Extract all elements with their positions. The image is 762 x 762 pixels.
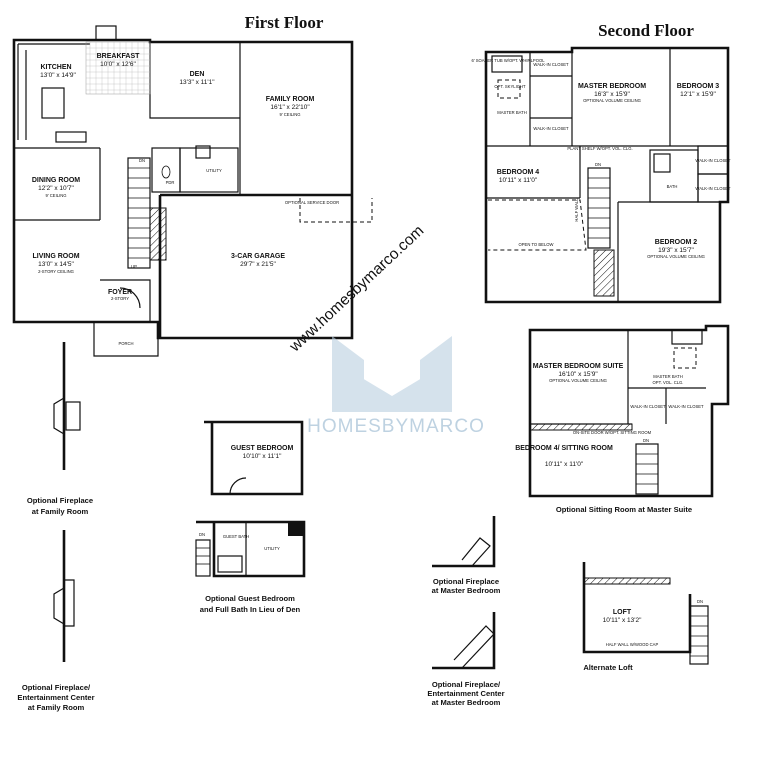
soaker-tub-label: 6' SOAKER TUB W/OPT. WHIRLPOOL xyxy=(471,58,545,63)
walk-in-closet-label-2: WALK-IN CLOSET xyxy=(533,126,569,131)
ent-master-caption-2: Entertainment Center xyxy=(427,689,504,698)
living-room-label: LIVING ROOM xyxy=(32,253,79,260)
sitting-room-label: BEDROOM 4/ SITTING ROOM xyxy=(515,445,613,452)
guest-bedroom-label: GUEST BEDROOM xyxy=(231,445,294,452)
pdr-label: PDR xyxy=(166,180,175,185)
master-bedroom-label: MASTER BEDROOM xyxy=(578,83,646,90)
bedroom2-dims: 19'3" x 15'7" xyxy=(658,247,694,254)
homesbymarco-logo-icon xyxy=(332,336,452,412)
second-floor-title: Second Floor xyxy=(598,21,694,40)
watermark-brand: HOMESBYMARCO xyxy=(307,416,485,437)
ent-family-caption-1: Optional Fireplace/ xyxy=(22,683,91,692)
kitchen-dims: 13'0" x 14'9" xyxy=(40,72,76,79)
bedroom3-dims: 12'1" x 15'9" xyxy=(680,91,716,98)
dining-room-label: DINING ROOM xyxy=(32,177,80,184)
ent-family-caption-2: Entertainment Center xyxy=(17,693,94,702)
suite-label: MASTER BEDROOM SUITE xyxy=(533,363,624,370)
sitting-room-caption: Optional Sitting Room at Master Suite xyxy=(556,505,692,514)
breakfast-label: BREAKFAST xyxy=(97,53,141,60)
bedroom2-note: OPTIONAL VOLUME CEILING xyxy=(647,254,705,259)
guest-utility-label: UTILITY xyxy=(264,546,280,551)
opt-walk-in-closet-2: WALK-IN CLOSET xyxy=(668,404,704,409)
master-bath-label: MASTER BATH xyxy=(497,110,526,115)
guest-caption-line2: and Full Bath In Lieu of Den xyxy=(200,605,301,614)
entertainment-family-option: Optional Fireplace/ Entertainment Center… xyxy=(17,530,95,712)
loft-half-wall-label: HALF WALL W/WOOD CAP xyxy=(606,642,659,647)
living-room-note: 2-STORY CEILING xyxy=(38,269,74,274)
utility-label: UTILITY xyxy=(206,168,222,173)
watermark-url: www.homesbymarco.com xyxy=(286,222,427,356)
stair-dn-label: DN xyxy=(139,158,145,163)
master-bedroom-dims: 16'3" x 15'9" xyxy=(594,91,630,98)
first-floor-title: First Floor xyxy=(245,13,324,32)
open-to-below-label: OPEN TO BELOW xyxy=(519,242,554,247)
bath-label: BATH xyxy=(667,184,678,189)
dining-room-dims: 12'2" x 10'7" xyxy=(38,185,74,192)
guest-caption-line1: Optional Guest Bedroom xyxy=(205,594,295,603)
walk-in-closet-label-3: WALK-IN CLOSET xyxy=(695,158,731,163)
first-floor-plan: KITCHEN 13'0" x 14'9" BREAKFAST 10'0" x … xyxy=(12,25,373,357)
sitting-room-dims: 10'11" x 11'0" xyxy=(545,461,584,468)
loft-dims: 10'11" x 13'2" xyxy=(603,617,642,624)
opt-master-bath-label: MASTER BATH xyxy=(653,374,682,379)
kitchen-label: KITCHEN xyxy=(40,64,71,71)
ent-master-caption-1: Optional Fireplace/ xyxy=(432,680,501,689)
bedroom4-label: BEDROOM 4 xyxy=(497,169,540,176)
watermark: HOMESBYMARCO www.homesbymarco.com xyxy=(286,222,485,437)
living-room-dims: 13'0" x 14'5" xyxy=(38,261,74,268)
guest-bedroom-dims: 10'10" x 11'1" xyxy=(243,453,282,460)
suite-dims: 16'10" x 15'9" xyxy=(558,371,598,378)
loft-caption: Alternate Loft xyxy=(583,663,633,672)
plant-shelf-label: PLANT SHELF W/OPT. VOL. CLG. xyxy=(567,146,632,151)
garage-label: 3-CAR GARAGE xyxy=(231,253,285,260)
opt-walk-in-closet-1: WALK-IN CLOSET xyxy=(630,404,666,409)
loft-label: LOFT xyxy=(613,609,632,616)
fireplace-master-caption-1: Optional Fireplace xyxy=(433,577,499,586)
den-label: DEN xyxy=(190,71,205,78)
family-room-dims: 16'1" x 22'10" xyxy=(270,104,310,111)
loft-option: LOFT 10'11" x 13'2" HALF WALL W/WOOD CAP… xyxy=(582,562,709,672)
family-room-label: FAMILY ROOM xyxy=(266,96,315,103)
suite-note: OPTIONAL VOLUME CEILING xyxy=(549,378,607,383)
dining-room-note: 9' CEILING xyxy=(45,193,66,198)
fireplace-family-option: Optional Fireplace at Family Room xyxy=(27,342,93,516)
master-bedroom-note: OPTIONAL VOLUME CEILING xyxy=(583,98,641,103)
guest-bath-option: GUEST BATH UTILITY DN Optional Guest Bed… xyxy=(195,520,306,614)
breakfast-dims: 10'0" x 12'6" xyxy=(100,61,136,68)
sitting-door-note: ON-SITE DOOR W/OPT. SITTING ROOM xyxy=(573,430,652,435)
walk-in-closet-label-4: WALK-IN CLOSET xyxy=(695,186,731,191)
bedroom4-dims: 10'11" x 11'0" xyxy=(499,177,538,184)
ent-master-caption-3: at Master Bedroom xyxy=(432,698,501,707)
half-wall-label: HALF WALL xyxy=(574,198,579,222)
den-dims: 13'3" x 11'1" xyxy=(179,79,215,86)
guest-bedroom-option: GUEST BEDROOM 10'10" x 11'1" xyxy=(204,420,304,496)
second-floor-plan: MASTER BEDROOM 16'3" x 15'9" OPTIONAL VO… xyxy=(471,46,731,304)
fireplace-family-caption-2: at Family Room xyxy=(32,507,89,516)
stair-dn-label-2f: DN xyxy=(595,162,601,167)
service-door-label: OPTIONAL SERVICE DOOR xyxy=(285,200,339,205)
bedroom3-label: BEDROOM 3 xyxy=(677,83,720,90)
sitting-dn-label: DN xyxy=(643,438,649,443)
walk-in-closet-label-1: WALK-IN CLOSET xyxy=(533,62,569,67)
ent-family-caption-3: at Family Room xyxy=(28,703,85,712)
fireplace-family-caption-1: Optional Fireplace xyxy=(27,496,93,505)
stair-up-label: UP xyxy=(131,264,137,269)
foyer-note: 2-STORY xyxy=(111,296,129,301)
guest-bath-label: GUEST BATH xyxy=(223,534,249,539)
fireplace-master-option: Optional Fireplace at Master Bedroom xyxy=(432,516,501,595)
bedroom2-label: BEDROOM 2 xyxy=(655,239,698,246)
sitting-room-option: MASTER BEDROOM SUITE 16'10" x 15'9" OPTI… xyxy=(515,324,730,514)
garage-dims: 29'7" x 21'5" xyxy=(240,261,276,268)
entertainment-master-option: Optional Fireplace/ Entertainment Center… xyxy=(427,612,505,707)
family-room-note: 9' CEILING xyxy=(279,112,300,117)
loft-dn-label: DN xyxy=(697,599,703,604)
fireplace-master-caption-2: at Master Bedroom xyxy=(432,586,501,595)
foyer-label: FOYER xyxy=(108,289,132,296)
skylight-label: OPT. SKYLIGHT xyxy=(494,84,526,89)
porch-label: PORCH xyxy=(118,341,133,346)
opt-master-bath-note: OPT. VOL. CLG. xyxy=(653,380,684,385)
guest-dn-label: DN xyxy=(199,532,205,537)
